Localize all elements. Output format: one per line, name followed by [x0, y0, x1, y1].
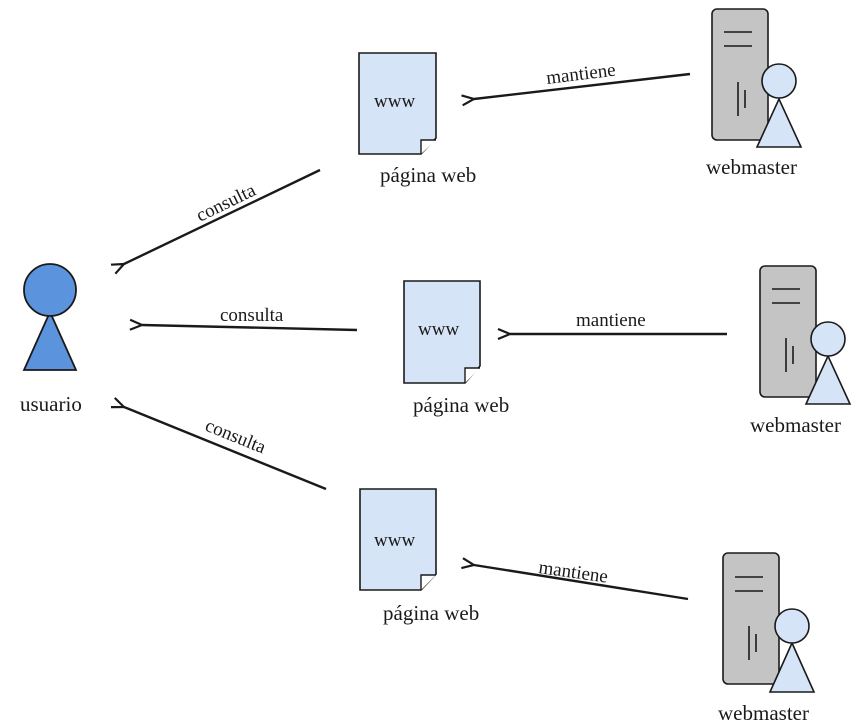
webmaster-1-label: webmaster: [706, 155, 797, 179]
usuario-node: usuario: [20, 263, 82, 416]
web-page-icon: [359, 488, 437, 591]
web-page-icon: [403, 280, 481, 384]
mantiene-arrow-1: [474, 72, 691, 99]
web-page-node-1: www página web: [358, 52, 476, 187]
consulta-edge-1: consulta: [124, 168, 321, 264]
mantiene-edge-3: mantiene: [474, 557, 689, 601]
web-page-node-2: www página web: [403, 280, 509, 417]
server-with-user-icon: [722, 552, 816, 693]
page-3-content: www: [374, 530, 415, 551]
page-1-content: www: [374, 91, 415, 112]
webmaster-node-1: webmaster: [706, 8, 803, 179]
consulta-arrow-1: [124, 168, 321, 264]
mantiene-arrow-3: [474, 565, 689, 601]
consulta-label-1: consulta: [193, 180, 260, 227]
mantiene-label-2: mantiene: [576, 310, 646, 331]
server-with-user-icon: [759, 265, 852, 405]
webmaster-node-2: webmaster: [750, 265, 852, 437]
page-2-content: www: [418, 319, 459, 340]
consulta-edge-3: consulta: [124, 407, 327, 491]
web-page-node-3: www página web: [359, 488, 479, 625]
consulta-arrow-3: [124, 407, 327, 491]
webmaster-3-label: webmaster: [718, 701, 809, 725]
webmaster-2-label: webmaster: [750, 413, 841, 437]
usuario-label: usuario: [20, 392, 82, 416]
page-3-label: página web: [383, 601, 479, 625]
page-2-label: página web: [413, 393, 509, 417]
web-page-icon: [358, 52, 437, 155]
user-actor-icon: [22, 263, 78, 371]
mantiene-edge-1: mantiene: [474, 60, 691, 99]
mantiene-label-3: mantiene: [537, 557, 609, 587]
webmaster-node-3: webmaster: [718, 552, 816, 725]
consulta-arrow-2: [142, 325, 358, 332]
server-with-user-icon: [711, 8, 803, 148]
mantiene-edge-2: mantiene: [510, 310, 727, 334]
page-1-label: página web: [380, 163, 476, 187]
consulta-edge-2: consulta: [142, 305, 358, 332]
consulta-label-2: consulta: [220, 305, 284, 326]
